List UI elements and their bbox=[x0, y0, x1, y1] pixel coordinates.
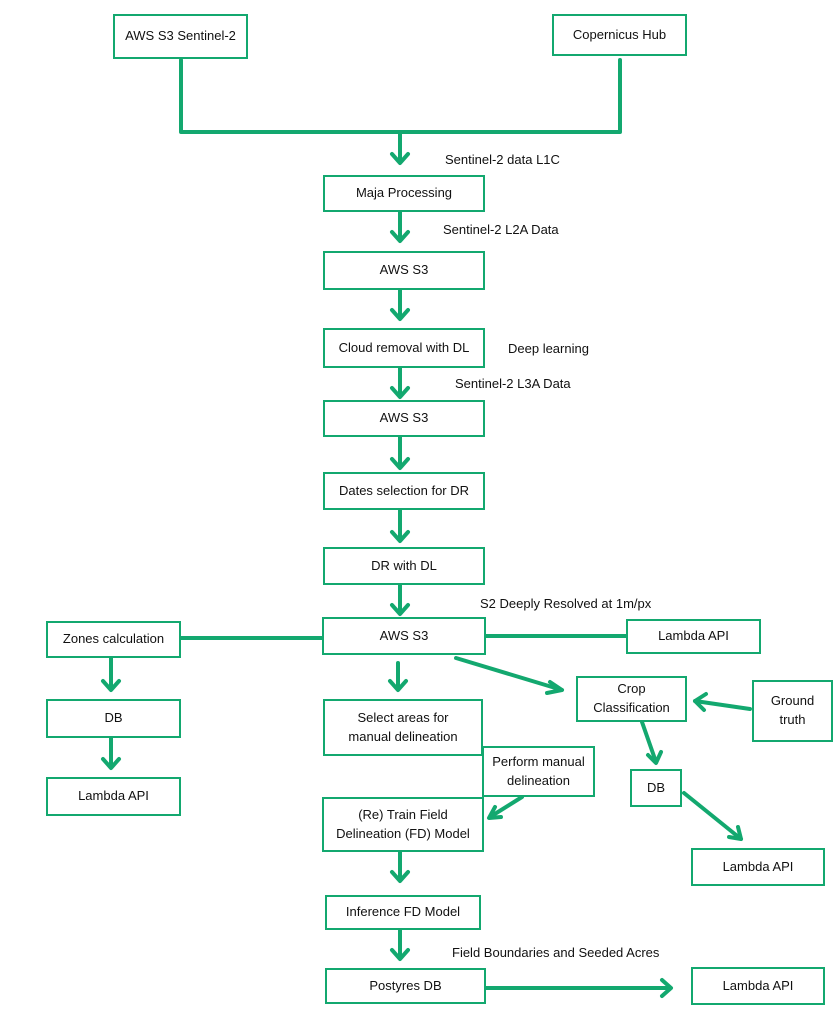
node-select-areas: Select areas for manual delineation bbox=[323, 699, 483, 756]
connector-ground-to-crop bbox=[693, 699, 752, 711]
node-ground-truth: Ground truth bbox=[752, 680, 833, 742]
node-maja-processing: Maja Processing bbox=[323, 175, 485, 212]
node-postyres-db: Postyres DB bbox=[325, 968, 486, 1004]
node-inference-fd: Inference FD Model bbox=[325, 895, 481, 930]
connector-manual-to-retrain bbox=[488, 795, 524, 819]
connector-db-to-lambda-right bbox=[682, 791, 743, 841]
node-retrain-fd: (Re) Train Field Delineation (FD) Model bbox=[322, 797, 484, 852]
node-aws-s3-2: AWS S3 bbox=[323, 400, 485, 437]
arrowhead-cloud bbox=[390, 308, 410, 321]
connector-s3-to-crop bbox=[454, 656, 564, 692]
arrowhead-crop bbox=[545, 680, 564, 695]
arrowhead-inference bbox=[390, 870, 410, 883]
node-db-left: DB bbox=[46, 699, 181, 738]
node-lambda-api-bottom: Lambda API bbox=[691, 967, 825, 1005]
arrowhead-select bbox=[388, 679, 408, 692]
arrowhead-lambda-left bbox=[101, 757, 121, 770]
edge-label-l3a: Sentinel-2 L3A Data bbox=[455, 376, 571, 391]
arrowhead-s3-1 bbox=[390, 230, 410, 243]
node-cloud-removal: Cloud removal with DL bbox=[323, 328, 485, 368]
arrowhead-s3-3 bbox=[390, 603, 410, 616]
connector-sources-merge bbox=[179, 58, 622, 134]
arrowhead-db-left bbox=[101, 679, 121, 692]
node-copernicus-hub: Copernicus Hub bbox=[552, 14, 687, 56]
node-crop-classification: Crop Classification bbox=[576, 676, 687, 722]
edge-label-s2-resolved: S2 Deeply Resolved at 1m/px bbox=[480, 596, 652, 611]
arrowhead-ground bbox=[693, 692, 708, 712]
arrowhead-lambda-right-mid bbox=[727, 825, 743, 841]
node-aws-s3-sentinel: AWS S3 Sentinel-2 bbox=[113, 14, 248, 59]
node-db-right: DB bbox=[630, 769, 682, 807]
node-zones-calculation: Zones calculation bbox=[46, 621, 181, 658]
arrowhead-postyres bbox=[390, 948, 410, 961]
node-dates-selection: Dates selection for DR bbox=[323, 472, 485, 510]
edge-label-deep-learning: Deep learning bbox=[508, 341, 589, 356]
node-perform-manual: Perform manual delineation bbox=[482, 746, 595, 797]
node-lambda-api-right-top: Lambda API bbox=[626, 619, 761, 654]
arrowhead-lambda-bottom bbox=[660, 978, 673, 998]
arrowhead-db-right bbox=[646, 750, 663, 765]
node-aws-s3-3: AWS S3 bbox=[322, 617, 486, 655]
arrowhead-dates bbox=[390, 457, 410, 470]
node-lambda-api-left: Lambda API bbox=[46, 777, 181, 816]
connector-crop-to-db bbox=[640, 720, 658, 764]
node-aws-s3-1: AWS S3 bbox=[323, 251, 485, 290]
edge-label-l1c: Sentinel-2 data L1C bbox=[445, 152, 560, 167]
node-lambda-api-right-mid: Lambda API bbox=[691, 848, 825, 886]
arrowhead-dr bbox=[390, 530, 410, 543]
arrowhead-maja bbox=[390, 152, 410, 165]
node-dr-with-dl: DR with DL bbox=[323, 547, 485, 585]
arrowhead-s3-2 bbox=[390, 386, 410, 399]
edge-label-l2a: Sentinel-2 L2A Data bbox=[443, 222, 559, 237]
edge-label-field-boundaries: Field Boundaries and Seeded Acres bbox=[452, 945, 660, 960]
arrowhead-retrain bbox=[487, 805, 503, 820]
